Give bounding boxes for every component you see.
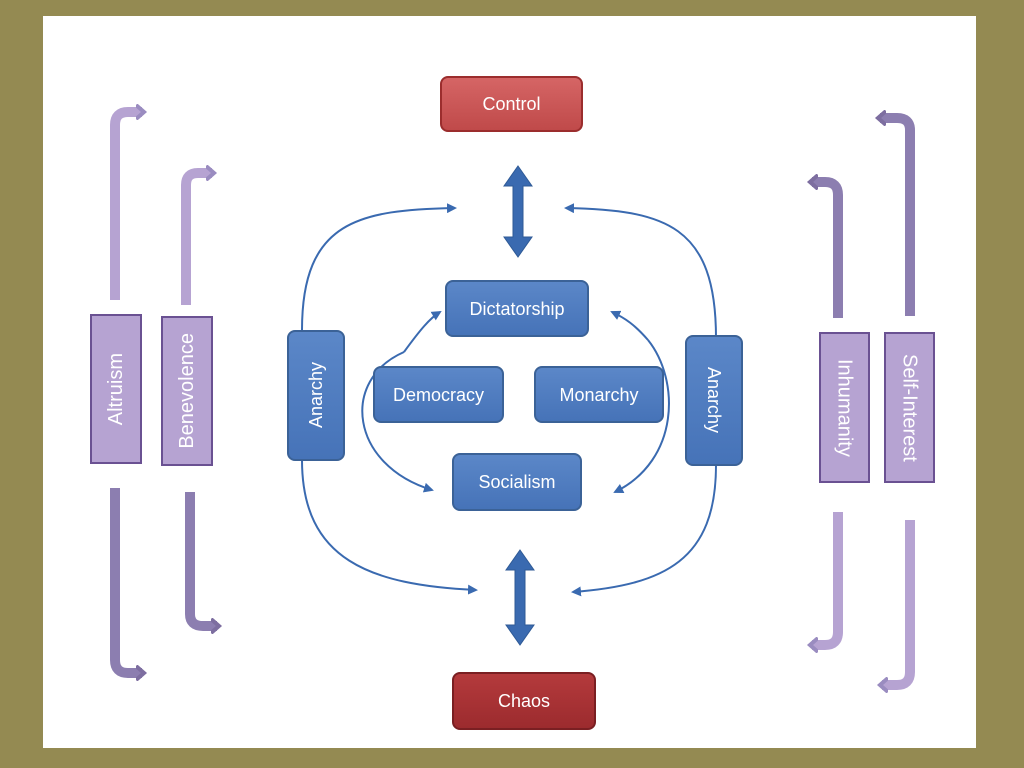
anarchy-right-box: Anarchy — [685, 335, 743, 466]
inhumanity-label: Inhumanity — [833, 358, 856, 457]
benevolence-label: Benevolence — [176, 333, 198, 449]
anarchy-right-label: Anarchy — [704, 367, 724, 434]
socialism-box: Socialism — [452, 453, 582, 511]
socialism-label: Socialism — [478, 472, 556, 492]
chaos-label: Chaos — [497, 691, 551, 711]
dictatorship-label: Dictatorship — [469, 298, 565, 319]
democracy-label: Democracy — [392, 384, 485, 405]
monarchy-box: Monarchy — [534, 366, 664, 423]
self-interest-label: Self-Interest — [898, 353, 921, 462]
benevolence-box: Benevolence — [161, 316, 213, 466]
democracy-box: Democracy — [373, 366, 504, 423]
control-label: Control — [482, 94, 541, 114]
self-interest-box: Self-Interest — [884, 332, 935, 483]
chaos-box: Chaos — [452, 672, 596, 730]
dictatorship-box: Dictatorship — [445, 280, 589, 337]
inhumanity-box: Inhumanity — [819, 332, 870, 483]
anarchy-left-box: Anarchy — [287, 330, 345, 461]
altruism-box: Altruism — [90, 314, 142, 464]
altruism-label: Altruism — [105, 352, 127, 426]
monarchy-label: Monarchy — [559, 384, 639, 405]
control-box: Control — [440, 76, 583, 132]
anarchy-left-label: Anarchy — [306, 362, 326, 429]
